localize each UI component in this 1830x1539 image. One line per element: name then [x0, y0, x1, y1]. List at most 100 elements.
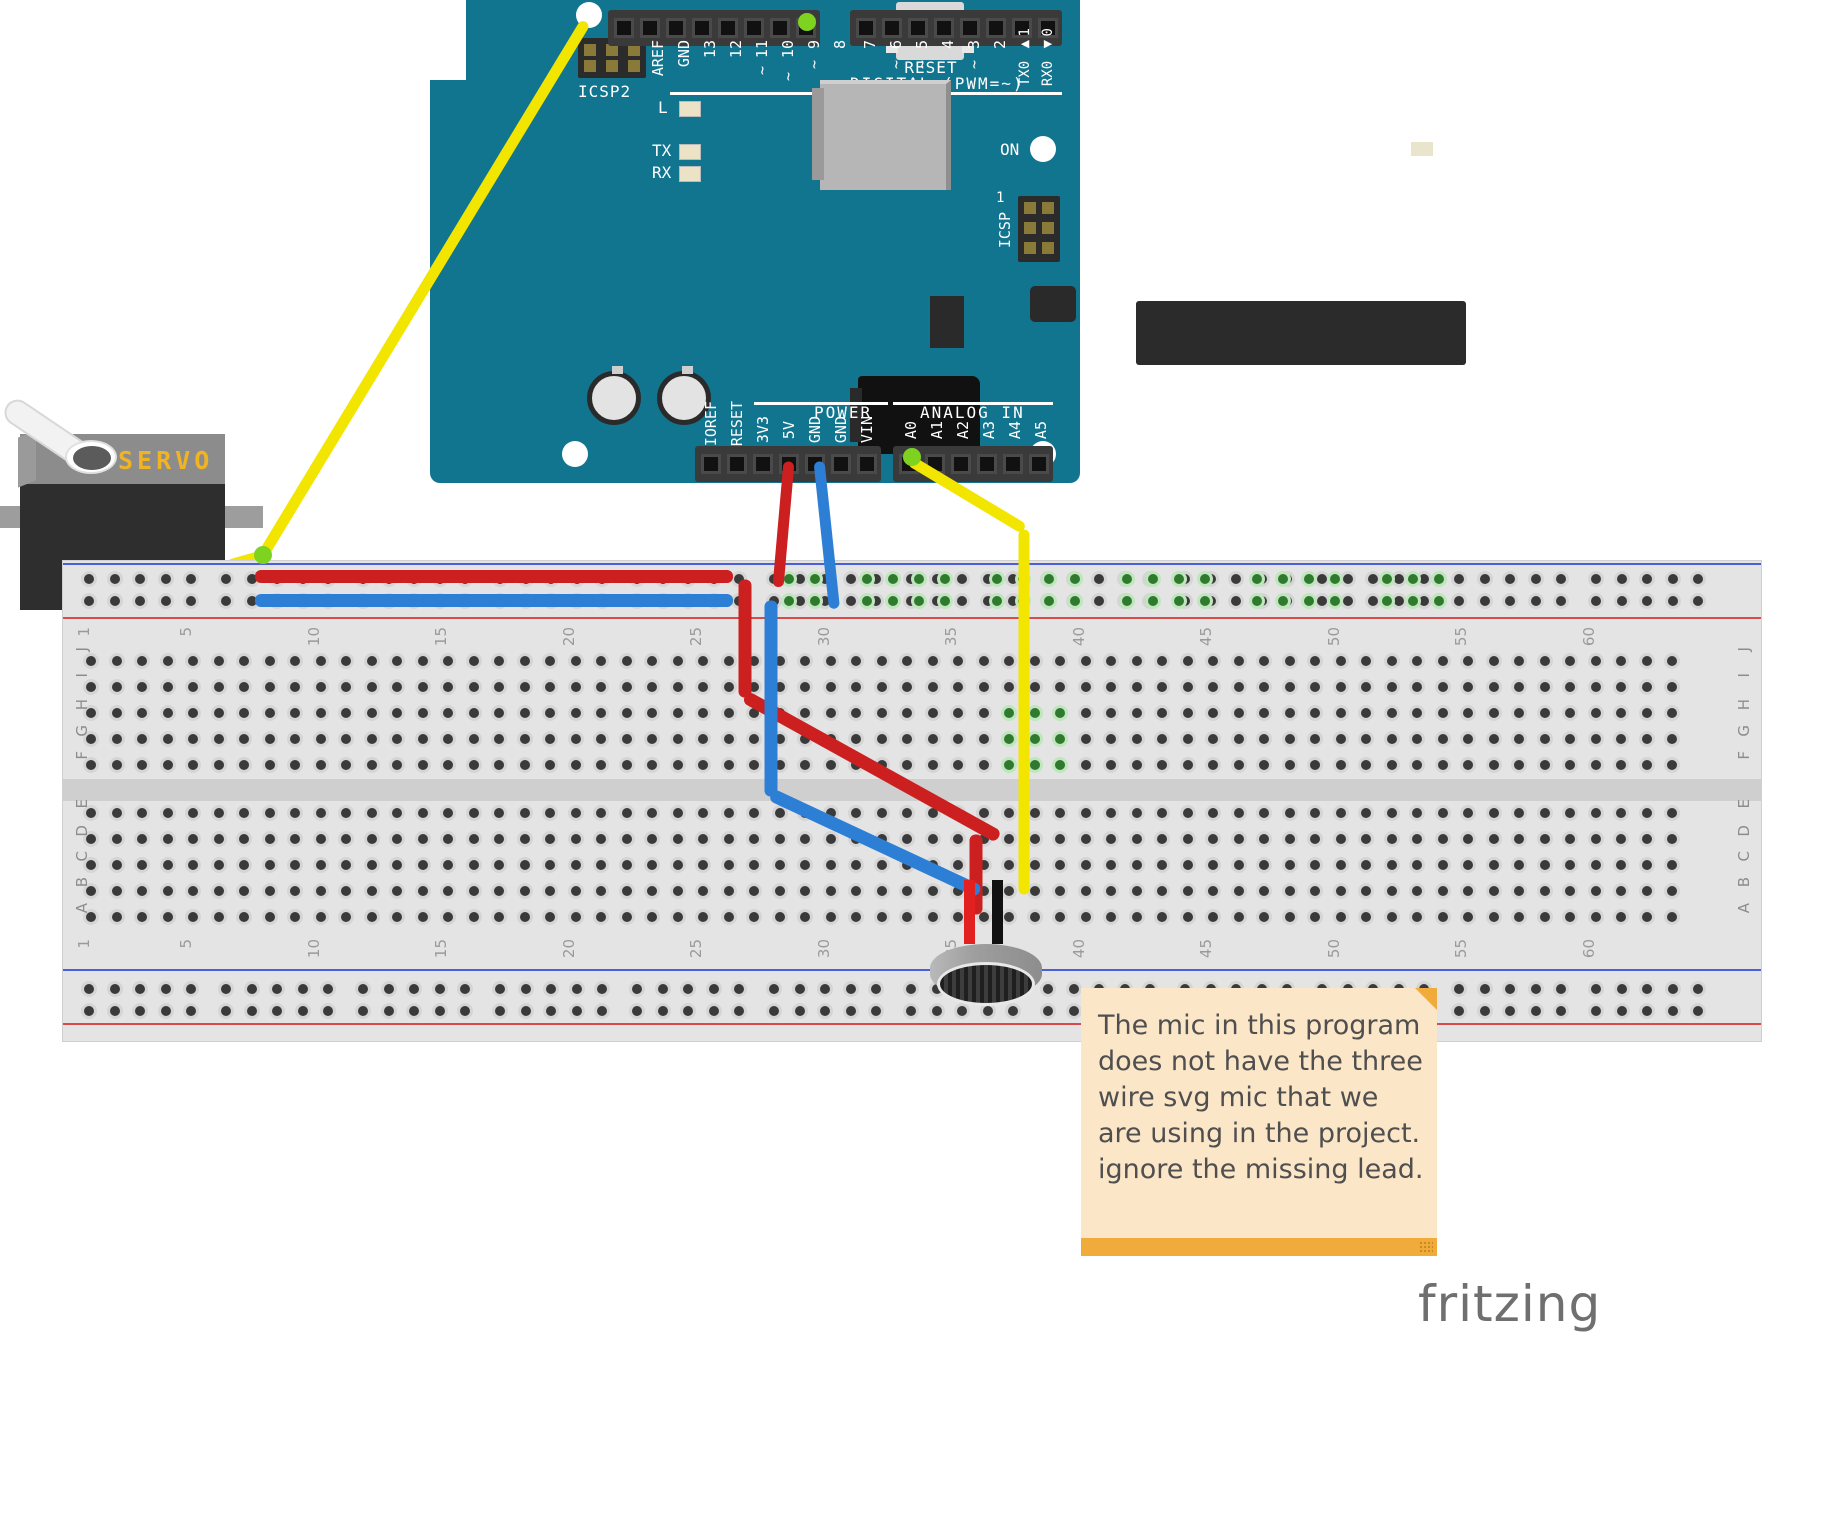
grid-hole-bottom[interactable]: [822, 857, 839, 873]
grid-hole-top[interactable]: [720, 731, 737, 747]
grid-hole-top[interactable]: [1077, 653, 1094, 669]
grid-hole-top[interactable]: [975, 731, 992, 747]
grid-hole-bottom[interactable]: [1205, 883, 1221, 899]
grid-hole-bottom[interactable]: [261, 883, 278, 899]
rail-hole-bottom[interactable]: [457, 1003, 473, 1019]
grid-hole-bottom[interactable]: [1256, 805, 1272, 821]
grid-hole-bottom[interactable]: [542, 805, 558, 821]
grid-hole-top[interactable]: [924, 653, 941, 669]
rail-hole-bottom[interactable]: [954, 1003, 970, 1019]
grid-hole-bottom[interactable]: [1103, 883, 1119, 899]
grid-hole-bottom[interactable]: [1358, 883, 1374, 899]
grid-hole-top[interactable]: [465, 679, 482, 695]
grid-hole-top[interactable]: [1332, 679, 1349, 695]
grid-hole-top[interactable]: [1587, 731, 1604, 747]
rail-hole-bottom[interactable]: [81, 981, 97, 997]
grid-hole-top[interactable]: [950, 757, 966, 773]
rail-hole-top[interactable]: [1339, 593, 1356, 609]
rail-hole-bottom[interactable]: [1690, 981, 1706, 997]
grid-hole-bottom[interactable]: [516, 805, 533, 821]
grid-hole-bottom[interactable]: [108, 831, 125, 847]
grid-hole-bottom[interactable]: [210, 831, 227, 847]
grid-hole-bottom[interactable]: [1256, 857, 1272, 873]
rail-hole-bottom[interactable]: [243, 1003, 260, 1019]
rail-hole-bottom[interactable]: [1065, 981, 1082, 997]
grid-hole-top[interactable]: [338, 679, 354, 695]
grid-hole-top[interactable]: [720, 757, 737, 773]
rail-hole-bottom[interactable]: [680, 981, 696, 997]
grid-hole-bottom[interactable]: [287, 909, 303, 925]
rail-hole-top[interactable]: [218, 593, 234, 609]
grid-hole-bottom[interactable]: [1664, 831, 1680, 847]
grid-hole-bottom[interactable]: [593, 805, 609, 821]
grid-hole-bottom[interactable]: [465, 831, 482, 847]
grid-hole-top[interactable]: [108, 731, 125, 747]
rail-hole-top[interactable]: [1091, 593, 1107, 609]
grid-hole-top[interactable]: [440, 705, 456, 721]
grid-hole-bottom[interactable]: [1103, 831, 1119, 847]
rail-hole-bottom[interactable]: [1476, 981, 1493, 997]
grid-hole-top[interactable]: [1587, 653, 1604, 669]
rail-hole-top[interactable]: [1690, 571, 1706, 587]
grid-hole-top[interactable]: [797, 653, 813, 669]
grid-hole-bottom[interactable]: [1460, 883, 1476, 899]
rail-hole-bottom[interactable]: [81, 1003, 97, 1019]
grid-hole-bottom[interactable]: [236, 831, 252, 847]
grid-hole-bottom[interactable]: [1052, 805, 1068, 821]
grid-hole-top[interactable]: [1179, 705, 1196, 721]
grid-hole-top[interactable]: [1511, 679, 1527, 695]
grid-hole-bottom[interactable]: [1434, 909, 1451, 925]
grid-hole-bottom[interactable]: [1460, 909, 1476, 925]
grid-hole-top[interactable]: [899, 705, 915, 721]
grid-hole-top[interactable]: [1103, 705, 1119, 721]
grid-hole-bottom[interactable]: [287, 883, 303, 899]
rail-hole-top-connected[interactable]: [781, 571, 797, 587]
rail-hole-bottom[interactable]: [1639, 1003, 1655, 1019]
rail-hole-bottom[interactable]: [132, 981, 148, 997]
rail-hole-bottom[interactable]: [1690, 1003, 1706, 1019]
rail-hole-bottom[interactable]: [157, 981, 174, 997]
grid-hole-top[interactable]: [261, 757, 278, 773]
grid-hole-top[interactable]: [950, 653, 966, 669]
grid-hole-bottom[interactable]: [1077, 805, 1094, 821]
rail-hole-top[interactable]: [1502, 571, 1518, 587]
grid-hole-top[interactable]: [287, 731, 303, 747]
rail-hole-bottom[interactable]: [106, 981, 123, 997]
grid-hole-bottom[interactable]: [593, 883, 609, 899]
grid-hole-top[interactable]: [822, 679, 839, 695]
grid-hole-bottom[interactable]: [1613, 805, 1629, 821]
grid-hole-bottom[interactable]: [1128, 883, 1145, 899]
grid-hole-bottom[interactable]: [1638, 805, 1655, 821]
rail-hole-top[interactable]: [1476, 571, 1493, 587]
rail-hole-bottom[interactable]: [183, 1003, 199, 1019]
grid-hole-bottom[interactable]: [1587, 883, 1604, 899]
annotation-note[interactable]: The mic in this program does not have th…: [1081, 988, 1437, 1256]
rail-hole-bottom[interactable]: [543, 1003, 559, 1019]
rail-hole-top[interactable]: [183, 571, 199, 587]
grid-hole-bottom[interactable]: [1664, 857, 1680, 873]
grid-hole-bottom[interactable]: [848, 909, 864, 925]
grid-hole-top[interactable]: [1536, 679, 1553, 695]
grid-hole-bottom[interactable]: [1434, 805, 1451, 821]
grid-hole-top[interactable]: [975, 705, 992, 721]
grid-hole-bottom[interactable]: [618, 805, 635, 821]
grid-hole-bottom[interactable]: [975, 805, 992, 821]
grid-hole-top[interactable]: [1434, 757, 1451, 773]
grid-hole-bottom[interactable]: [771, 883, 788, 899]
grid-hole-top[interactable]: [1358, 679, 1374, 695]
rail-hole-bottom[interactable]: [654, 1003, 671, 1019]
electret-microphone[interactable]: [930, 880, 1042, 1012]
grid-hole-top[interactable]: [210, 653, 227, 669]
rail-hole-bottom[interactable]: [243, 981, 260, 997]
grid-hole-bottom[interactable]: [1154, 883, 1170, 899]
rail-hole-bottom[interactable]: [431, 1003, 448, 1019]
grid-hole-top[interactable]: [567, 679, 584, 695]
grid-hole-top[interactable]: [618, 757, 635, 773]
grid-hole-top[interactable]: [873, 705, 890, 721]
grid-hole-bottom[interactable]: [1409, 857, 1425, 873]
grid-hole-top[interactable]: [465, 731, 482, 747]
grid-hole-top[interactable]: [1434, 731, 1451, 747]
grid-hole-top[interactable]: [1052, 653, 1068, 669]
rail-hole-top-connected[interactable]: [807, 571, 823, 587]
grid-hole-bottom[interactable]: [618, 883, 635, 899]
